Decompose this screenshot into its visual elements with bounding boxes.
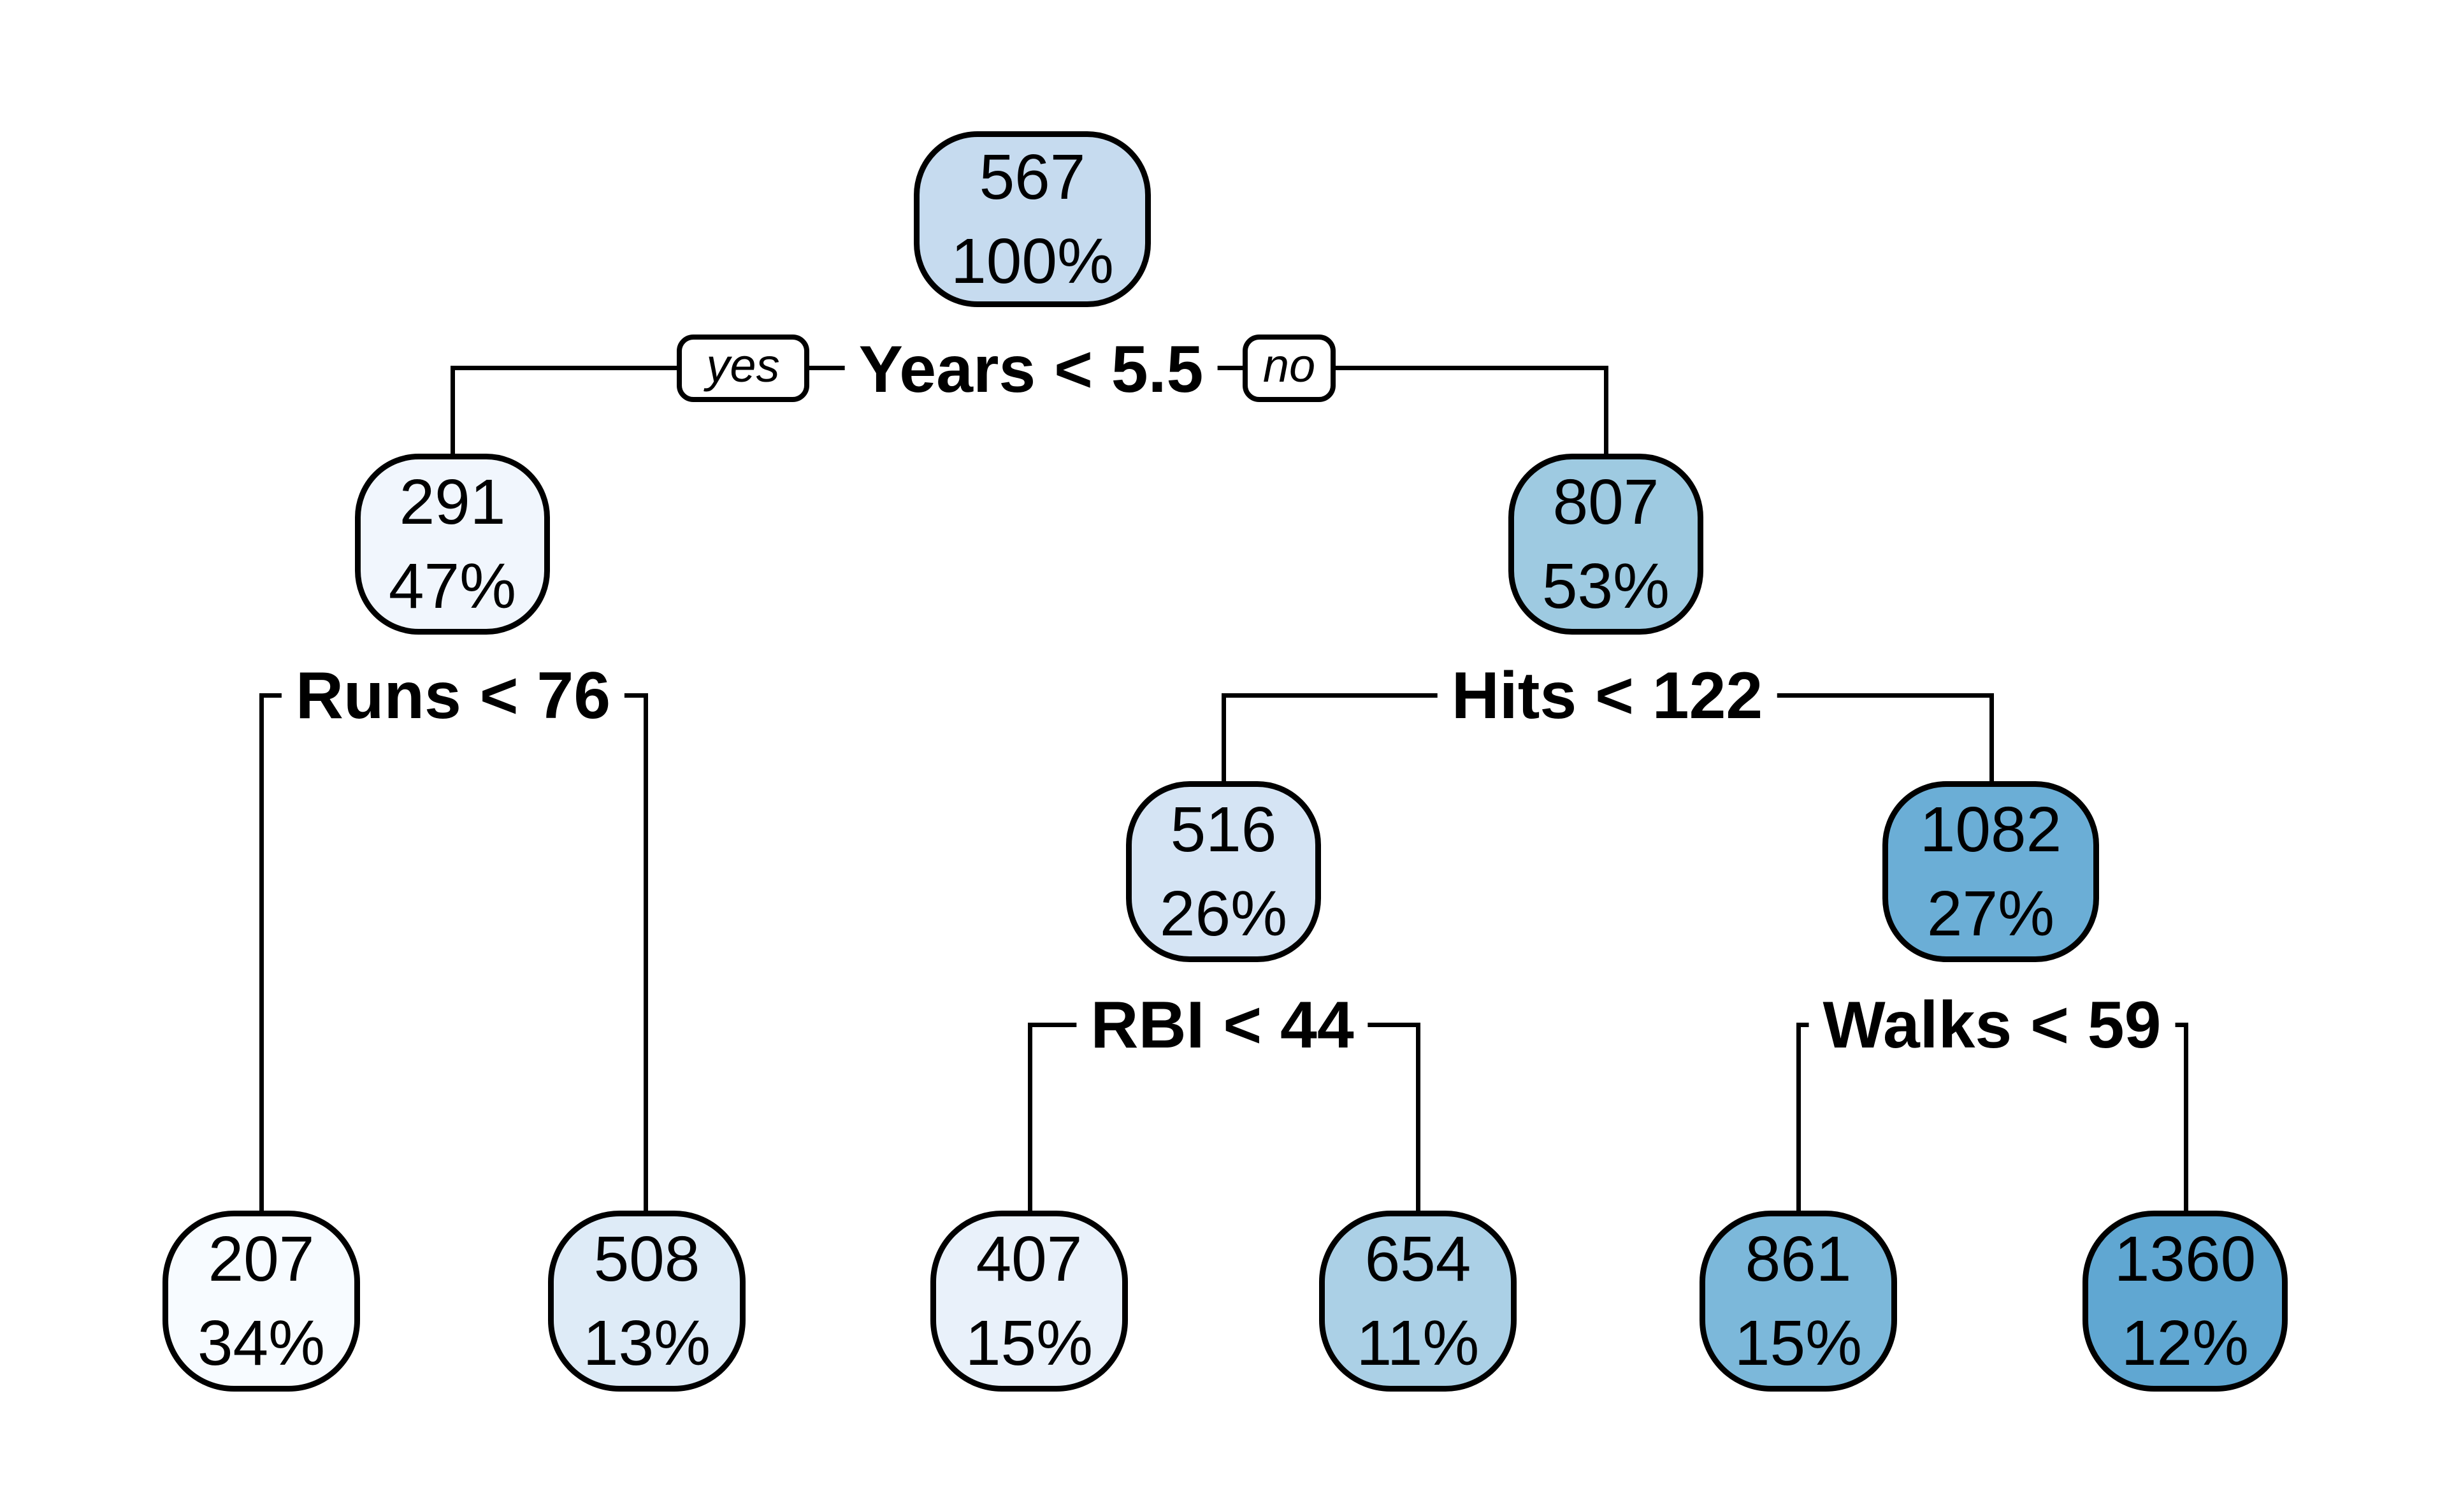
node-percent: 13%	[582, 1307, 711, 1379]
node-percent: 12%	[2121, 1307, 2249, 1379]
node-percent: 34%	[197, 1307, 326, 1379]
no-badge: no	[1243, 335, 1336, 402]
node-percent: 53%	[1541, 551, 1670, 622]
node-percent: 15%	[1734, 1307, 1863, 1379]
node-291: 291 47%	[355, 454, 550, 635]
node-value: 1360	[2114, 1223, 2256, 1295]
branch-hits-vline-no	[1989, 693, 1994, 786]
node-value: 861	[1745, 1223, 1852, 1295]
branch-years-vline-no	[1604, 366, 1608, 456]
node-value: 207	[208, 1223, 315, 1295]
node-percent: 11%	[1356, 1307, 1480, 1379]
branch-hits-vline-yes	[1222, 693, 1226, 786]
branch-rbi-vline-no	[1416, 1023, 1420, 1216]
split-label-years: Years < 5.5	[844, 328, 1218, 411]
node-percent: 26%	[1159, 878, 1288, 949]
node-value: 516	[1170, 794, 1277, 865]
branch-walks-vline-yes	[1796, 1023, 1801, 1216]
node-value: 567	[979, 141, 1086, 213]
split-label-runs: Runs < 76	[281, 654, 625, 737]
node-value: 654	[1364, 1223, 1471, 1295]
node-1082: 1082 27%	[1882, 781, 2099, 962]
leaf-407: 407 15%	[930, 1211, 1128, 1392]
node-value: 291	[399, 466, 506, 538]
node-516: 516 26%	[1126, 781, 1321, 962]
leaf-1360: 1360 12%	[2082, 1211, 2288, 1392]
yes-badge: yes	[677, 335, 809, 402]
node-percent: 47%	[388, 551, 517, 622]
node-value: 1082	[1919, 794, 2062, 865]
branch-runs-vline-no	[644, 693, 648, 1216]
node-percent: 27%	[1926, 878, 2055, 949]
split-label-rbi: RBI < 44	[1076, 984, 1368, 1067]
leaf-207: 207 34%	[162, 1211, 360, 1392]
node-807: 807 53%	[1508, 454, 1703, 635]
node-value: 508	[593, 1223, 700, 1295]
node-percent: 15%	[965, 1307, 1094, 1379]
leaf-508: 508 13%	[548, 1211, 746, 1392]
branch-walks-vline-no	[2184, 1023, 2188, 1216]
branch-runs-vline-yes	[259, 693, 264, 1216]
leaf-861: 861 15%	[1700, 1211, 1897, 1392]
branch-years-vline-yes	[451, 366, 455, 456]
split-label-hits: Hits < 122	[1437, 654, 1777, 737]
node-value: 407	[976, 1223, 1083, 1295]
node-root-567: 567 100%	[914, 131, 1151, 307]
node-value: 807	[1552, 466, 1659, 538]
leaf-654: 654 11%	[1319, 1211, 1517, 1392]
split-label-walks: Walks < 59	[1808, 984, 2176, 1067]
node-percent: 100%	[951, 226, 1114, 297]
branch-rbi-vline-yes	[1028, 1023, 1032, 1216]
